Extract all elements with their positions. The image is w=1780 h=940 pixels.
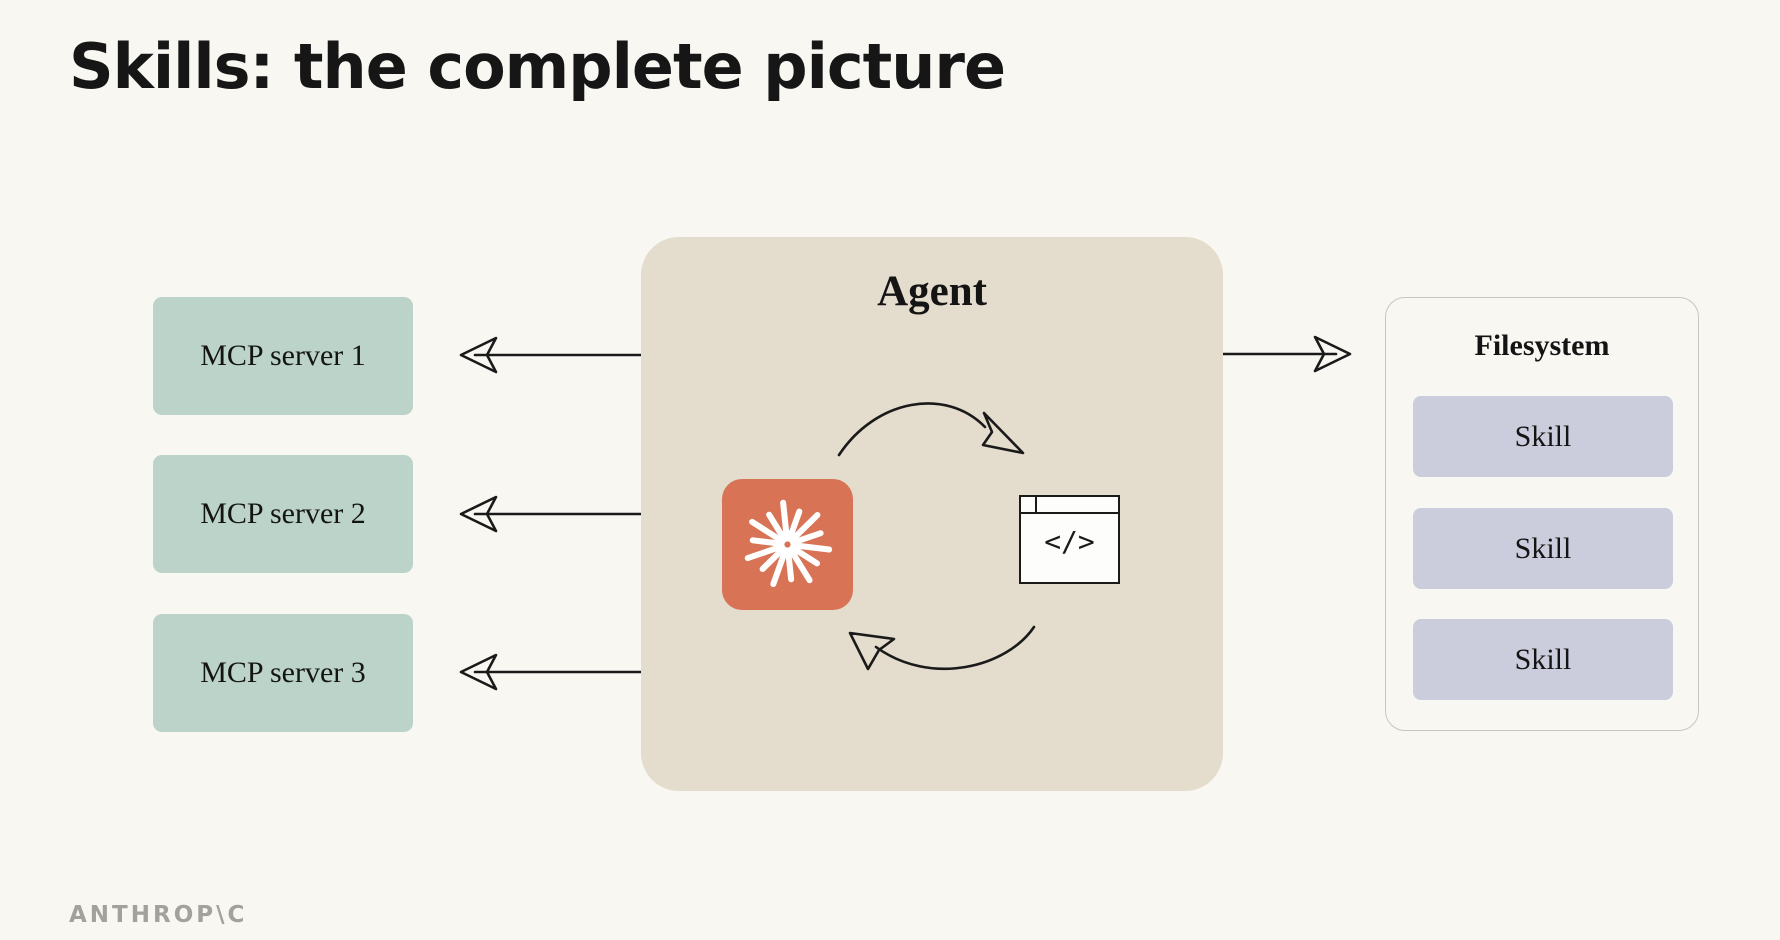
skill-box: Skill xyxy=(1413,508,1673,589)
arrow-to-mcp-server-2-head xyxy=(459,495,498,533)
filesystem-container: Filesystem Skill Skill Skill xyxy=(1385,297,1699,731)
agent-container: Agent </> xyxy=(641,237,1223,791)
mcp-server-box: MCP server 2 xyxy=(153,455,413,573)
arrow-to-filesystem-head xyxy=(1313,335,1352,373)
agent-title: Agent xyxy=(877,268,987,315)
starburst-ray xyxy=(786,508,803,542)
starburst-ray xyxy=(780,499,790,542)
loop-arrow-top xyxy=(837,402,987,457)
skill-label: Skill xyxy=(1514,419,1572,453)
starburst-ray xyxy=(785,547,795,583)
mcp-server-label: MCP server 3 xyxy=(200,656,366,689)
filesystem-title: Filesystem xyxy=(1474,329,1610,362)
starburst-ray xyxy=(789,544,820,567)
mcp-server-box: MCP server 1 xyxy=(153,297,413,415)
starburst-ray xyxy=(744,543,785,562)
code-window-icon: </> xyxy=(1019,495,1120,584)
loop-arrow-top-head xyxy=(981,411,1025,455)
starburst-ray xyxy=(770,547,789,588)
code-glyph: </> xyxy=(1044,525,1095,558)
claude-starburst-icon xyxy=(722,479,853,610)
code-window-titlebar xyxy=(1021,497,1118,514)
starburst-ray xyxy=(790,530,824,546)
mcp-server-label: MCP server 2 xyxy=(200,497,366,530)
skill-label: Skill xyxy=(1514,642,1572,676)
mcp-server-box: MCP server 3 xyxy=(153,614,413,732)
loop-arrow-bottom-head xyxy=(848,631,896,671)
slide-title: Skills: the complete picture xyxy=(69,30,1006,103)
starburst-ray xyxy=(788,512,821,544)
starburst-ray xyxy=(790,542,833,553)
starburst-ray xyxy=(749,518,786,545)
skill-label: Skill xyxy=(1514,531,1572,565)
starburst-rays xyxy=(744,499,833,588)
mcp-server-label: MCP server 1 xyxy=(200,339,366,372)
starburst-ray xyxy=(759,545,787,573)
arrow-to-mcp-server-3-head xyxy=(459,653,498,691)
anthropic-logo: ANTHROP\C xyxy=(69,902,248,928)
skill-box: Skill xyxy=(1413,396,1673,477)
arrow-to-mcp-server-1-head xyxy=(459,336,498,374)
starburst-ray xyxy=(749,537,785,547)
starburst-ray xyxy=(787,546,813,584)
starburst-ray xyxy=(766,511,788,543)
loop-arrow-bottom xyxy=(874,625,1036,671)
skill-box: Skill xyxy=(1413,619,1673,700)
